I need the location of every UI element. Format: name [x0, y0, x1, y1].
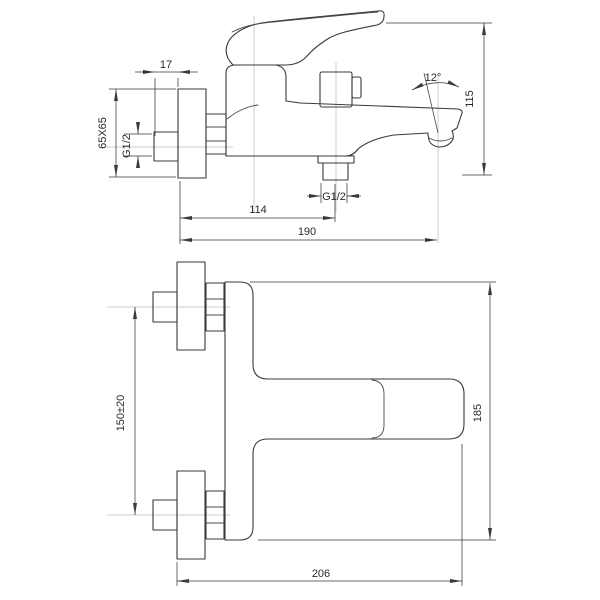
nut-facet-line	[205, 298, 225, 316]
extension-line	[386, 22, 492, 176]
side-outline	[153, 10, 463, 181]
extension-line	[250, 281, 496, 541]
mounting-nut-bottom	[205, 490, 225, 540]
side-centerlines	[104, 16, 439, 243]
dim-flange-size: 65X65	[97, 117, 109, 149]
mounting-nut-top	[205, 282, 225, 332]
side-dimensions: 17 65X65 G1/2 115 12° 114 190	[97, 22, 492, 244]
spout-root-curve	[226, 104, 259, 120]
dim-overall-width: 185	[472, 404, 484, 422]
extension-line	[179, 181, 336, 244]
lever-handle	[225, 10, 385, 66]
plan-view: 150±20 185 206	[107, 261, 496, 586]
dim-flange-depth: 17	[160, 59, 172, 71]
extension-line	[154, 78, 179, 136]
inlet-connector	[153, 131, 179, 162]
dim-wall-to-shower-outlet: 114	[249, 204, 267, 216]
extension-line	[320, 183, 348, 203]
dim-shower-outlet-thread: G1/2	[322, 191, 346, 203]
dim-spout-reach: 190	[298, 226, 316, 238]
nut-facet-line	[205, 126, 227, 142]
plan-centerlines	[107, 306, 230, 516]
wall-flange-top	[176, 261, 206, 351]
side-view: 17 65X65 G1/2 115 12° 114 190	[97, 10, 492, 244]
shower-outlet-pipe	[322, 162, 349, 181]
extension-line	[109, 88, 176, 178]
nut-facet-line	[205, 506, 225, 524]
plan-dimensions: 150±20 185 206	[115, 281, 496, 586]
dim-inlet-spacing: 150±20	[115, 395, 127, 432]
faucet-body-and-spout	[225, 64, 463, 157]
dim-inlet-thread: G1/2	[121, 134, 133, 158]
mounting-nut	[205, 113, 227, 155]
angle-arc	[411, 80, 460, 91]
dim-overall-height: 115	[464, 90, 476, 108]
plan-outline	[152, 261, 465, 560]
dim-spout-angle: 12°	[425, 72, 442, 84]
wall-flange-bottom	[176, 470, 206, 560]
spout-end-cap-line	[371, 379, 385, 439]
diverter-knob-nub	[351, 76, 362, 99]
aerator-inner-line	[428, 137, 453, 142]
dim-overall-depth: 206	[312, 568, 330, 580]
faucet-body-plan	[224, 281, 465, 541]
lever-edge-line	[231, 11, 379, 33]
wall-flange	[177, 88, 207, 179]
